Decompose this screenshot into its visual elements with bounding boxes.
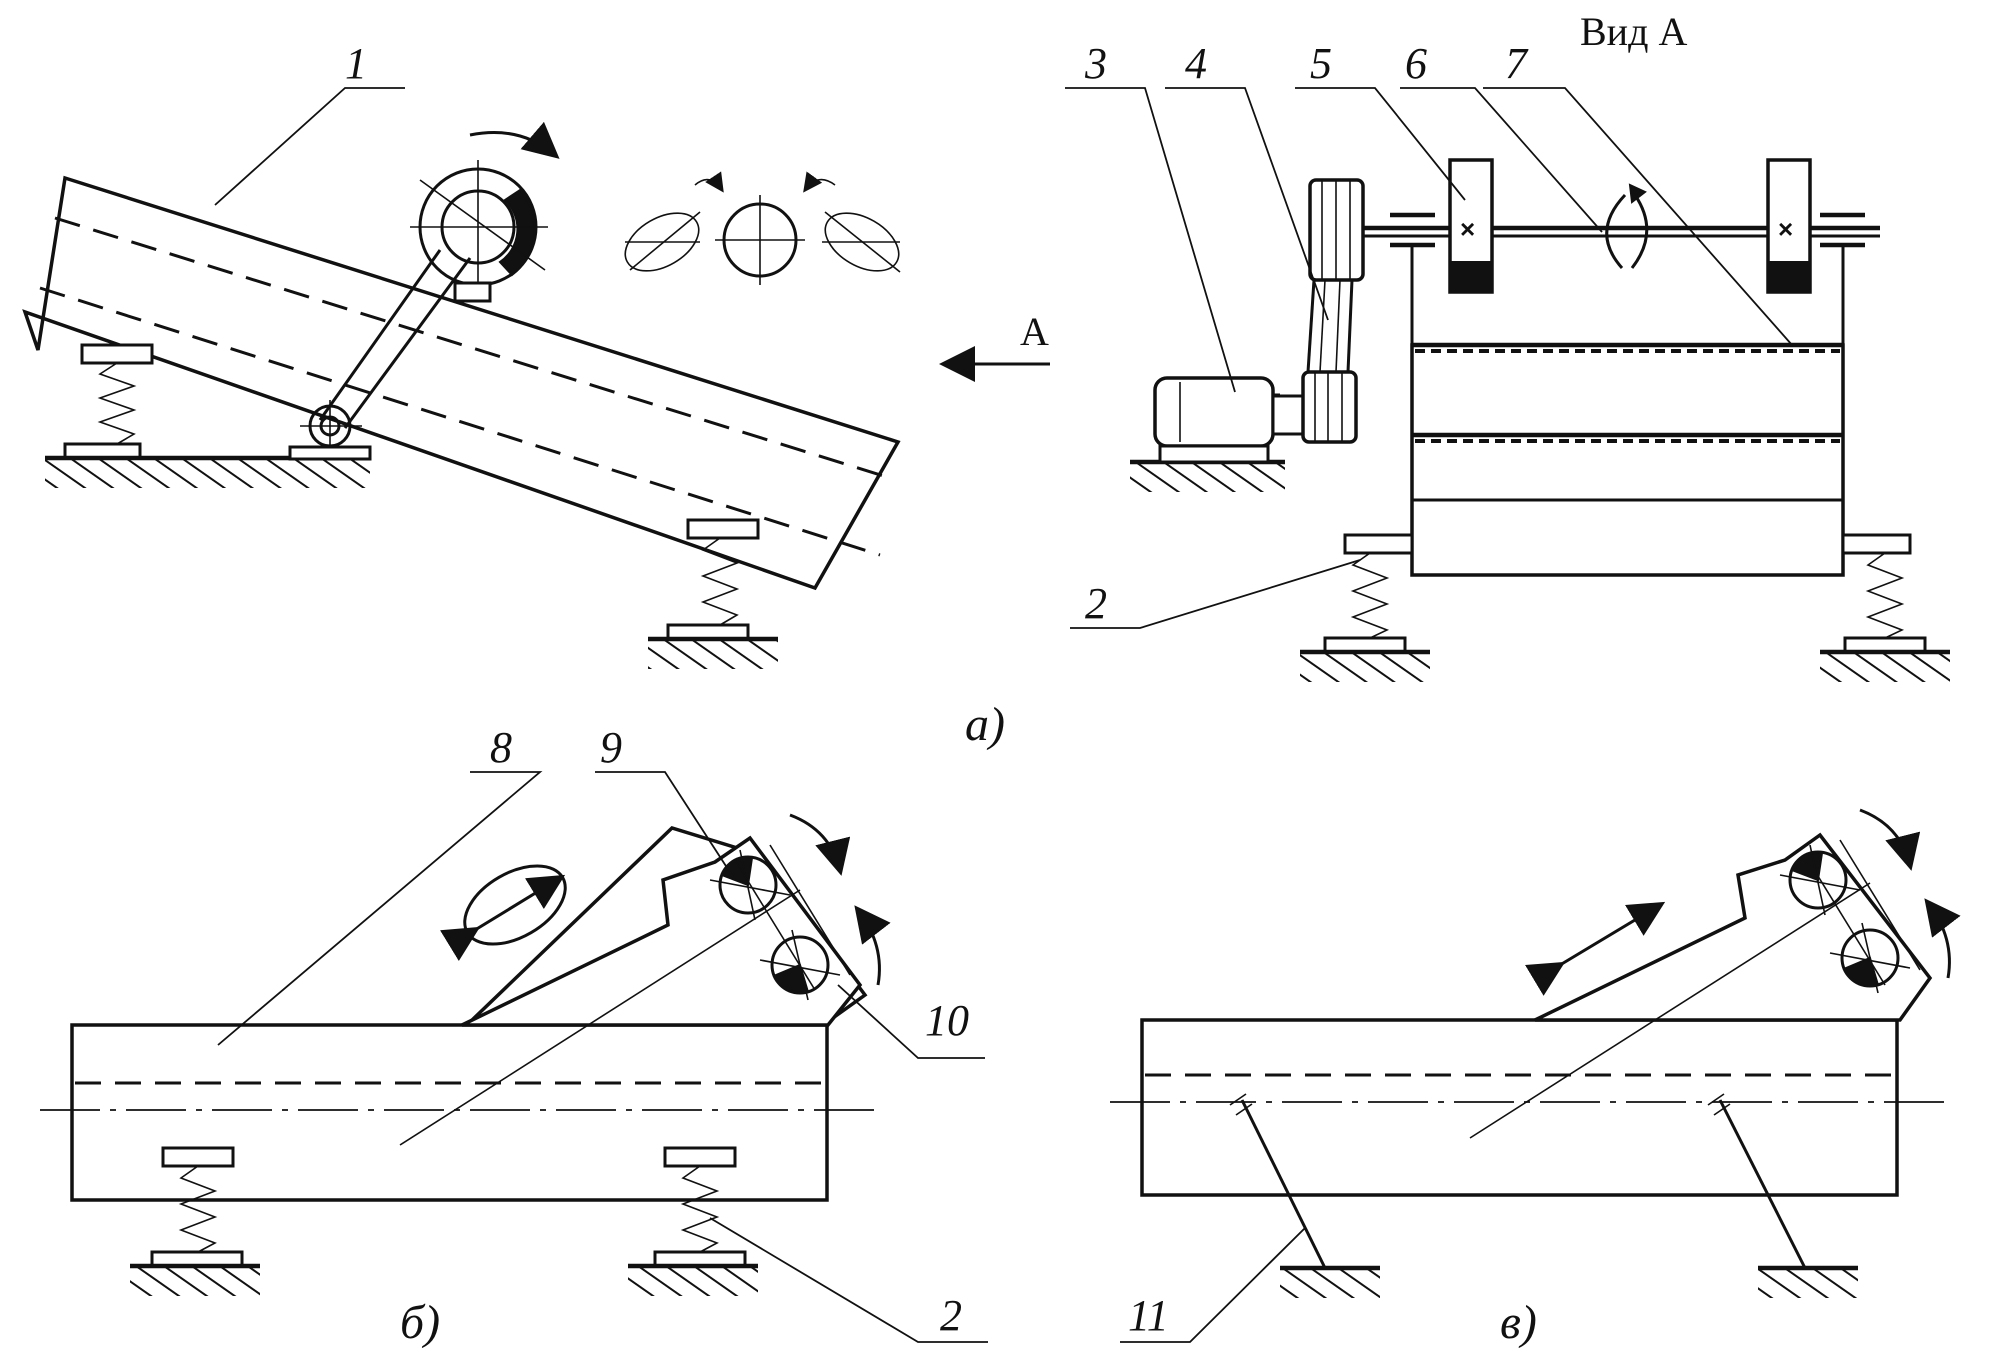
elastic-link-11-right xyxy=(1707,1093,1858,1298)
sieves-7 xyxy=(1415,349,1840,443)
belt-drive-4 xyxy=(1301,178,1365,444)
spring-support-left xyxy=(45,343,370,488)
unbalance-weight-5-left: × xyxy=(1448,158,1494,294)
label-10: 10 xyxy=(925,996,969,1045)
arrow-label: А xyxy=(1020,309,1049,354)
label-11: 11 xyxy=(1128,1291,1169,1340)
caption-v: в) xyxy=(1500,1296,1537,1349)
bearing-left xyxy=(1390,212,1435,255)
caption-a: а) xyxy=(965,698,1005,751)
figure-b: 8 9 10 2 xyxy=(40,723,988,1343)
spring-support-b-left xyxy=(130,1146,260,1296)
label-7: 7 xyxy=(1505,39,1529,88)
unbalance-weight-5-right: × xyxy=(1766,158,1812,294)
svg-text:×: × xyxy=(1778,214,1793,244)
label-1: 1 xyxy=(345,39,367,88)
screen-box-front xyxy=(1410,255,1845,577)
deck-line-lower xyxy=(39,286,881,557)
caption-b: б) xyxy=(400,1296,440,1349)
figure-a-view-a: Вид А xyxy=(1065,9,1950,682)
view-label: Вид А xyxy=(1580,9,1687,54)
spring-support-b-right xyxy=(628,1146,758,1296)
spring-support-2-left xyxy=(1300,533,1430,682)
spring-support-right xyxy=(648,518,778,669)
rotation-arrow-icon xyxy=(1605,193,1627,269)
label-9: 9 xyxy=(600,723,622,772)
bearing-right xyxy=(1820,212,1865,255)
svg-text:×: × xyxy=(1460,214,1475,244)
label-5: 5 xyxy=(1310,39,1332,88)
trajectory-symbols xyxy=(624,171,901,285)
figure-v: 11 xyxy=(1110,808,1961,1343)
deck-line-upper xyxy=(54,216,891,480)
view-arrow-a: А xyxy=(939,309,1050,382)
label-2a: 2 xyxy=(1085,579,1107,628)
elastic-link-11-left xyxy=(1229,1093,1380,1298)
label-2b: 2 xyxy=(940,1291,962,1340)
label-4: 4 xyxy=(1185,39,1207,88)
label-6: 6 xyxy=(1405,39,1427,88)
eccentric-drive xyxy=(288,121,560,461)
motor-3 xyxy=(1130,376,1305,492)
figure-a-side-view: А 1 xyxy=(22,39,1050,669)
screen-box-v xyxy=(1140,1018,1899,1197)
label-8: 8 xyxy=(490,723,512,772)
screen-box-1 xyxy=(22,175,901,591)
spring-support-2-right xyxy=(1820,533,1950,682)
label-3: 3 xyxy=(1084,39,1107,88)
